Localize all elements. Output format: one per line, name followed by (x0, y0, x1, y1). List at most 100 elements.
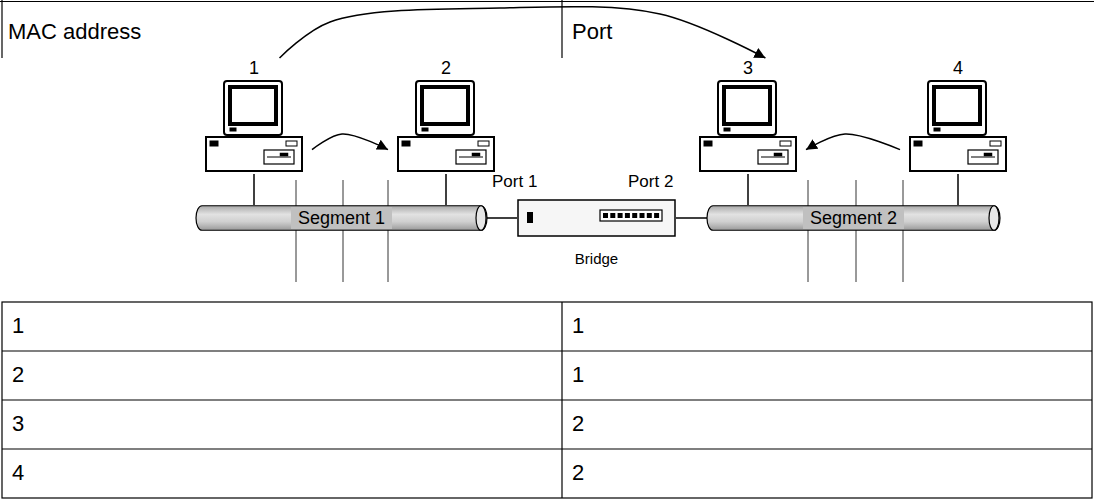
screen (934, 87, 980, 124)
drive-slot (478, 141, 489, 146)
computer-number: 1 (196, 58, 312, 78)
drive-button (774, 153, 782, 156)
computer-icon (690, 80, 806, 174)
row-line (2, 350, 1092, 351)
monitor-button (724, 128, 730, 131)
bridge-box: Bridge (517, 199, 676, 237)
table-cell: 4 (12, 460, 24, 486)
power-light (914, 141, 922, 146)
port-socket (654, 213, 659, 218)
network-wire (747, 174, 749, 205)
label-holder: Port (572, 19, 612, 45)
computer-icon (910, 81, 1006, 171)
drive-button (280, 153, 288, 156)
label-holder: 4 (12, 460, 24, 486)
network-wire (253, 174, 255, 205)
port-socket (625, 213, 630, 218)
segment-cable: Segment 1 (196, 205, 487, 231)
port-socket (647, 213, 652, 218)
label-holder: 1 (572, 313, 584, 339)
table-border (2, 302, 1092, 498)
bridge-device (517, 199, 676, 237)
network-wire (487, 217, 517, 219)
bridge-name: Bridge (517, 250, 676, 268)
drive-line (267, 157, 291, 158)
drive-line (971, 157, 995, 158)
segment-ticks (296, 180, 903, 282)
drive-slot (286, 141, 297, 146)
power-light (402, 141, 410, 146)
computer-number: 4 (900, 58, 1016, 78)
drive-slot (990, 141, 1001, 146)
table-cell: 1 (12, 313, 24, 339)
port-socket (640, 213, 645, 218)
port-socket (610, 213, 615, 218)
row-line (2, 448, 1092, 449)
computer-node: 4 (900, 58, 1016, 174)
drive-line (459, 157, 483, 158)
column-divider (561, 302, 562, 498)
label-holder: 2 (572, 460, 584, 486)
label-holder: Port 1 (492, 171, 537, 192)
system-unit (910, 137, 1006, 171)
system-unit (700, 137, 796, 171)
port-row (600, 210, 662, 221)
table-cell: 2 (572, 460, 584, 486)
computer-icon (196, 80, 312, 174)
computer-number: 2 (388, 58, 504, 78)
table-cell: 1 (572, 362, 584, 388)
monitor-button (934, 128, 940, 131)
tick-line (856, 180, 857, 282)
screen (230, 87, 276, 124)
table-cell: 2 (12, 362, 24, 388)
computer-icon (900, 80, 1016, 174)
screen (724, 87, 770, 124)
system-unit (206, 137, 302, 171)
network-wire (957, 174, 959, 205)
system-unit (398, 137, 494, 171)
drive-bay (264, 150, 294, 164)
screen (422, 87, 468, 124)
computer-icon (398, 81, 494, 171)
column-header: Port (572, 19, 612, 45)
drive-bay (968, 150, 998, 164)
port-socket (632, 213, 637, 218)
segment-cable: Segment 2 (707, 205, 1000, 231)
drive-slot (780, 141, 791, 146)
computer-node: 2 (388, 58, 504, 174)
monitor (718, 81, 776, 135)
tick-line (808, 180, 809, 282)
tick-line (296, 180, 297, 282)
drive-line (761, 157, 785, 158)
tick-line (388, 180, 389, 282)
frame-arrow (806, 134, 900, 150)
tick-line (343, 180, 344, 282)
monitor (224, 81, 282, 135)
label-holder: 3 (12, 411, 24, 437)
computer-node: 1 (196, 58, 312, 174)
table-cell: 3 (12, 411, 24, 437)
computer-icon (700, 81, 796, 171)
table-cell: 2 (572, 411, 584, 437)
power-light (210, 141, 218, 146)
label-holder: 2 (12, 362, 24, 388)
monitor (416, 81, 474, 135)
computer-icon (388, 80, 504, 174)
computer-icon (206, 81, 302, 171)
monitor-button (422, 128, 428, 131)
computer-number: 3 (690, 58, 806, 78)
frame-arrow (312, 134, 388, 150)
label-holder: MAC address (8, 19, 141, 45)
port-socket (603, 213, 608, 218)
drive-bay (456, 150, 486, 164)
frame-arrow (280, 7, 766, 58)
column-divider (561, 0, 562, 58)
port-label: Port 2 (628, 171, 673, 192)
table-cell: 1 (572, 313, 584, 339)
drive-button (472, 153, 480, 156)
tick-line (903, 180, 904, 282)
power-light (704, 141, 712, 146)
monitor (928, 81, 986, 135)
